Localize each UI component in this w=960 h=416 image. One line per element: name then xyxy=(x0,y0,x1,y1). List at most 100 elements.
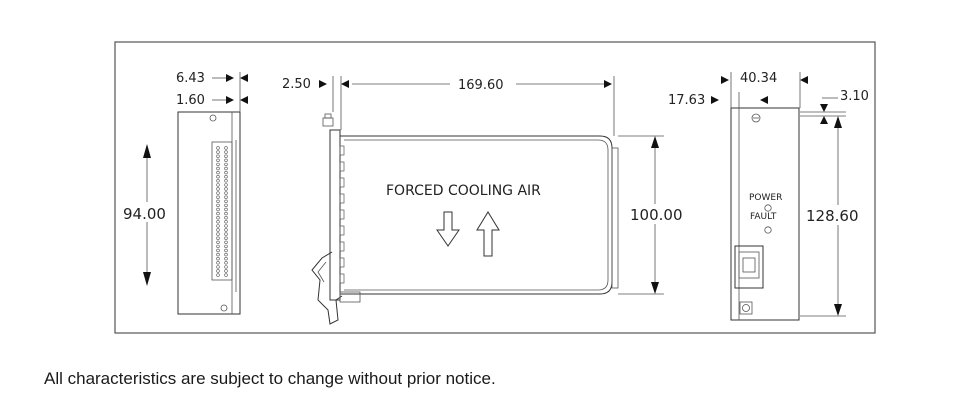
connector-pin xyxy=(224,187,228,191)
dim-front-offset: 17.63 xyxy=(668,93,705,108)
panel-notch xyxy=(339,257,345,268)
connector-pin xyxy=(224,199,228,204)
connector-pin xyxy=(216,240,220,245)
panel-notch xyxy=(339,161,345,172)
connector-pin xyxy=(216,146,220,150)
panel-notch xyxy=(339,241,345,252)
connector-pin xyxy=(216,183,220,187)
connector-pin xyxy=(216,166,220,171)
connector-pin xyxy=(224,216,228,220)
connector-pin xyxy=(216,162,220,167)
connector-pin xyxy=(224,158,228,163)
mechanical-dimensions-drawing: 6.43 1.60 94.00 2.50 xyxy=(114,41,876,334)
dim-front-gap: 3.10 xyxy=(840,89,869,104)
connector-pin xyxy=(224,162,228,167)
connector-pin xyxy=(216,224,220,228)
connector-pin xyxy=(224,252,228,257)
connector-pin xyxy=(224,240,228,245)
card-top-view: 2.50 169.60 100.00 FORCED COOLING AIR xyxy=(282,76,684,325)
connector-pin xyxy=(216,154,220,158)
connector-pin xyxy=(216,257,220,261)
connector-pin xyxy=(224,224,228,228)
connector-pin xyxy=(224,207,228,212)
connector-pin xyxy=(224,154,228,158)
power-led xyxy=(764,204,772,212)
connector-pin xyxy=(216,228,220,232)
connector-pin xyxy=(216,158,220,163)
side-view: 6.43 1.60 94.00 xyxy=(122,71,248,315)
panel-notch xyxy=(339,177,345,188)
connector-pin xyxy=(216,269,220,273)
connector-pin xyxy=(216,170,220,175)
connector-pin xyxy=(216,216,220,220)
connector-pin xyxy=(224,265,228,269)
panel-notch xyxy=(339,273,345,284)
connector-pin xyxy=(224,236,228,240)
dim-card-length: 169.60 xyxy=(458,78,504,93)
connector-pin xyxy=(224,179,228,183)
connector-pin xyxy=(224,220,228,224)
bottom-screw-icon xyxy=(739,301,753,315)
dim-left-top-2: 1.60 xyxy=(176,93,205,108)
connector-pin xyxy=(216,265,220,269)
panel-notch xyxy=(339,209,345,220)
connector-pin xyxy=(216,211,220,216)
dim-left-top-1: 6.43 xyxy=(176,71,205,86)
connector-pin xyxy=(224,150,228,154)
connector-pin xyxy=(216,220,220,224)
connector-pin xyxy=(216,273,220,277)
top-screw-icon xyxy=(751,113,761,123)
connector-pin xyxy=(224,195,228,199)
fault-label: FAULT xyxy=(750,212,777,222)
connector-pin xyxy=(216,261,220,265)
connector-pin xyxy=(224,203,228,208)
connector-pin xyxy=(224,273,228,277)
connector-pin xyxy=(224,257,228,261)
airflow-label: FORCED COOLING AIR xyxy=(386,183,541,199)
connector-pin xyxy=(216,179,220,183)
connector-pin xyxy=(224,269,228,273)
connector-pin xyxy=(224,248,228,253)
fault-led xyxy=(764,226,772,234)
drawing-frame xyxy=(114,41,876,334)
dim-front-width: 40.34 xyxy=(740,71,777,86)
panel-notch xyxy=(339,145,345,156)
connector-pin xyxy=(224,175,228,179)
connector-pin xyxy=(216,199,220,204)
connector-pin xyxy=(224,166,228,171)
connector-pin xyxy=(224,183,228,187)
connector-pin xyxy=(216,232,220,236)
connector-pin xyxy=(216,252,220,257)
connector-pin xyxy=(224,170,228,175)
connector-pin xyxy=(216,150,220,154)
connector-pin xyxy=(216,203,220,208)
connector-pin xyxy=(216,248,220,253)
connector-pin xyxy=(224,191,228,195)
connector-pin xyxy=(216,236,220,240)
power-label: POWER xyxy=(749,193,782,203)
airflow-down-arrow-icon xyxy=(436,211,460,247)
connector-pin xyxy=(216,175,220,179)
front-panel-view: POWER FAULT 40.34 17.63 3.10 128.60 xyxy=(668,71,869,321)
connector-pin xyxy=(224,146,228,150)
connector-pin xyxy=(216,207,220,212)
dim-card-height: 100.00 xyxy=(630,206,683,224)
connector-pin xyxy=(216,244,220,249)
connector-pin xyxy=(216,187,220,191)
dim-card-offset: 2.50 xyxy=(282,77,311,92)
connector-pin xyxy=(224,211,228,216)
connector-pin xyxy=(224,244,228,249)
panel-notch xyxy=(339,193,345,204)
dim-left-height: 94.00 xyxy=(123,205,166,223)
front-connector xyxy=(734,245,764,289)
connector-pin xyxy=(216,195,220,199)
dim-front-height: 128.60 xyxy=(806,207,859,225)
panel-notch xyxy=(339,225,345,236)
connector-pin xyxy=(224,232,228,236)
airflow-up-arrow-icon xyxy=(476,211,500,257)
disclaimer-note: All characteristics are subject to chang… xyxy=(44,369,496,388)
backplane-connector xyxy=(211,141,233,281)
connector-pin xyxy=(224,228,228,232)
connector-pin xyxy=(216,191,220,195)
connector-pin xyxy=(224,261,228,265)
